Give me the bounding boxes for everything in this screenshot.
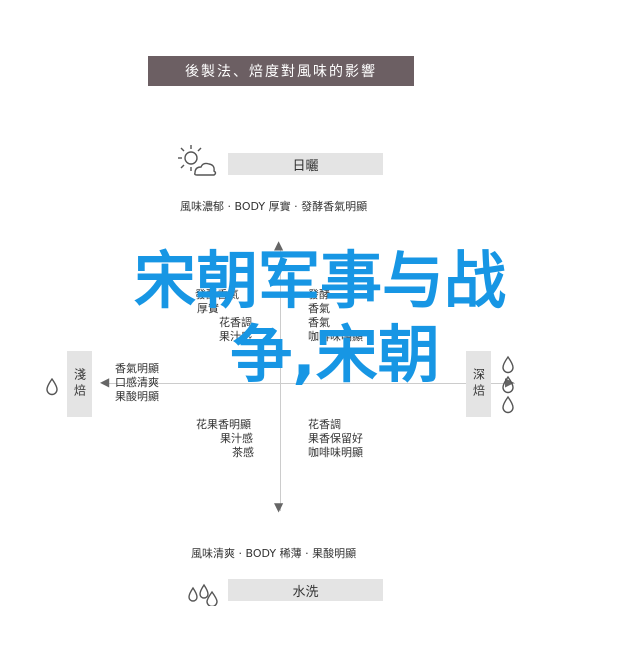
note: 香氣明顯 bbox=[115, 362, 159, 375]
note: 果汁感 bbox=[219, 330, 252, 343]
overlay-title: 宋朝军事与战 争,宋朝 bbox=[0, 244, 640, 392]
roast-dark-label: 深焙 bbox=[466, 351, 491, 417]
note: 香氣 bbox=[308, 302, 330, 315]
note: 果香保留好 bbox=[308, 432, 363, 445]
single-drop-icon bbox=[45, 377, 59, 400]
sun-cloud-icon bbox=[176, 143, 218, 179]
diagram-title: 後製法、焙度對風味的影響 bbox=[148, 56, 414, 86]
horizontal-axis bbox=[105, 383, 515, 384]
arrow-left-icon: ◀ bbox=[100, 375, 110, 389]
overlay-title-line2: 争,宋朝 bbox=[230, 318, 440, 391]
caption-bottom: 風味清爽 · BODY 稀薄 · 果酸明顯 bbox=[191, 547, 357, 560]
note: 果酸明顯 bbox=[115, 390, 159, 403]
note: 茶感 bbox=[232, 446, 254, 459]
note: 花香調 bbox=[308, 418, 341, 431]
process-pill-sun: 日曬 bbox=[228, 153, 383, 175]
note: 發酵香氣 bbox=[195, 288, 239, 301]
upper-left-notes: 發酵香氣 厚實 花香調 果汁感 bbox=[195, 288, 252, 344]
note: 花香調 bbox=[219, 316, 252, 329]
lower-right-notes: 花香調 果香保留好 咖啡味明顯 bbox=[308, 418, 363, 460]
note: 發酵 bbox=[308, 288, 330, 301]
note: 果汁感 bbox=[220, 432, 253, 445]
upper-right-notes: 發酵 香氣 香氣 咖啡味明顯 bbox=[308, 288, 363, 344]
arrow-right-icon: ▶ bbox=[505, 375, 515, 389]
note: 香氣 bbox=[308, 316, 330, 329]
caption-top: 風味濃郁 · BODY 厚實 · 發酵香氣明顯 bbox=[180, 200, 368, 213]
water-drops-icon bbox=[186, 582, 220, 610]
left-notes: 香氣明顯 口感清爽 果酸明顯 bbox=[115, 362, 159, 404]
note: 花果香明顯 bbox=[196, 418, 251, 431]
note: 口感清爽 bbox=[115, 376, 159, 389]
note: 咖啡味明顯 bbox=[308, 446, 363, 459]
note: 厚實 bbox=[197, 302, 219, 315]
roast-light-label: 淺焙 bbox=[67, 351, 92, 417]
process-pill-water: 水洗 bbox=[228, 579, 383, 601]
overlay-title-line1: 宋朝军事与战 bbox=[133, 244, 506, 317]
lower-left-notes: 花果香明顯 果汁感 茶感 bbox=[196, 418, 254, 460]
arrow-up-icon: ▲ bbox=[274, 238, 284, 252]
note: 咖啡味明顯 bbox=[308, 330, 363, 343]
three-drops-icon bbox=[500, 355, 516, 423]
vertical-axis bbox=[280, 246, 281, 511]
arrow-down-icon: ▼ bbox=[274, 500, 284, 514]
